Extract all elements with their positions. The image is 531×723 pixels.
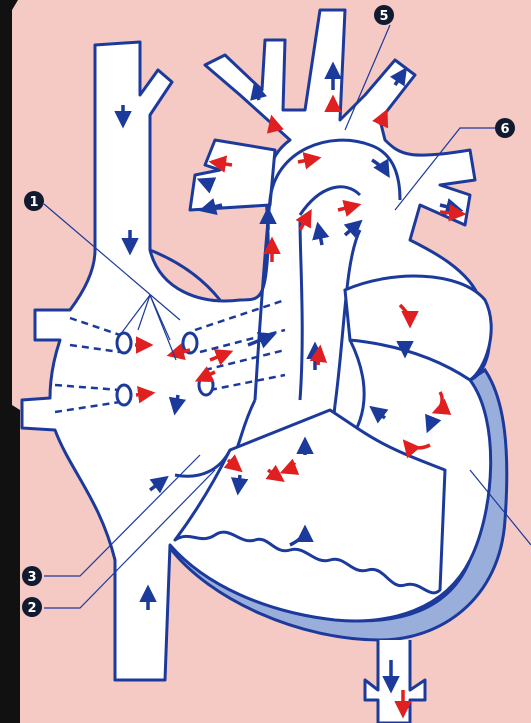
svg-text:1: 1 (29, 195, 38, 210)
callout-2: 2 (22, 597, 42, 617)
callout-6: 6 (495, 118, 515, 138)
svg-text:6: 6 (500, 122, 509, 137)
svg-text:2: 2 (27, 601, 36, 616)
ra-arrow-3 (238, 475, 240, 492)
arch-arrow-red-5 (318, 348, 320, 365)
pv-arrow-2 (136, 393, 152, 395)
callout-5: 5 (374, 5, 394, 25)
svg-text:5: 5 (379, 9, 388, 24)
callout-1: 1 (24, 191, 44, 211)
svg-text:3: 3 (27, 570, 36, 585)
callout-3: 3 (22, 566, 42, 586)
rpa-arrow-red (440, 212, 463, 214)
